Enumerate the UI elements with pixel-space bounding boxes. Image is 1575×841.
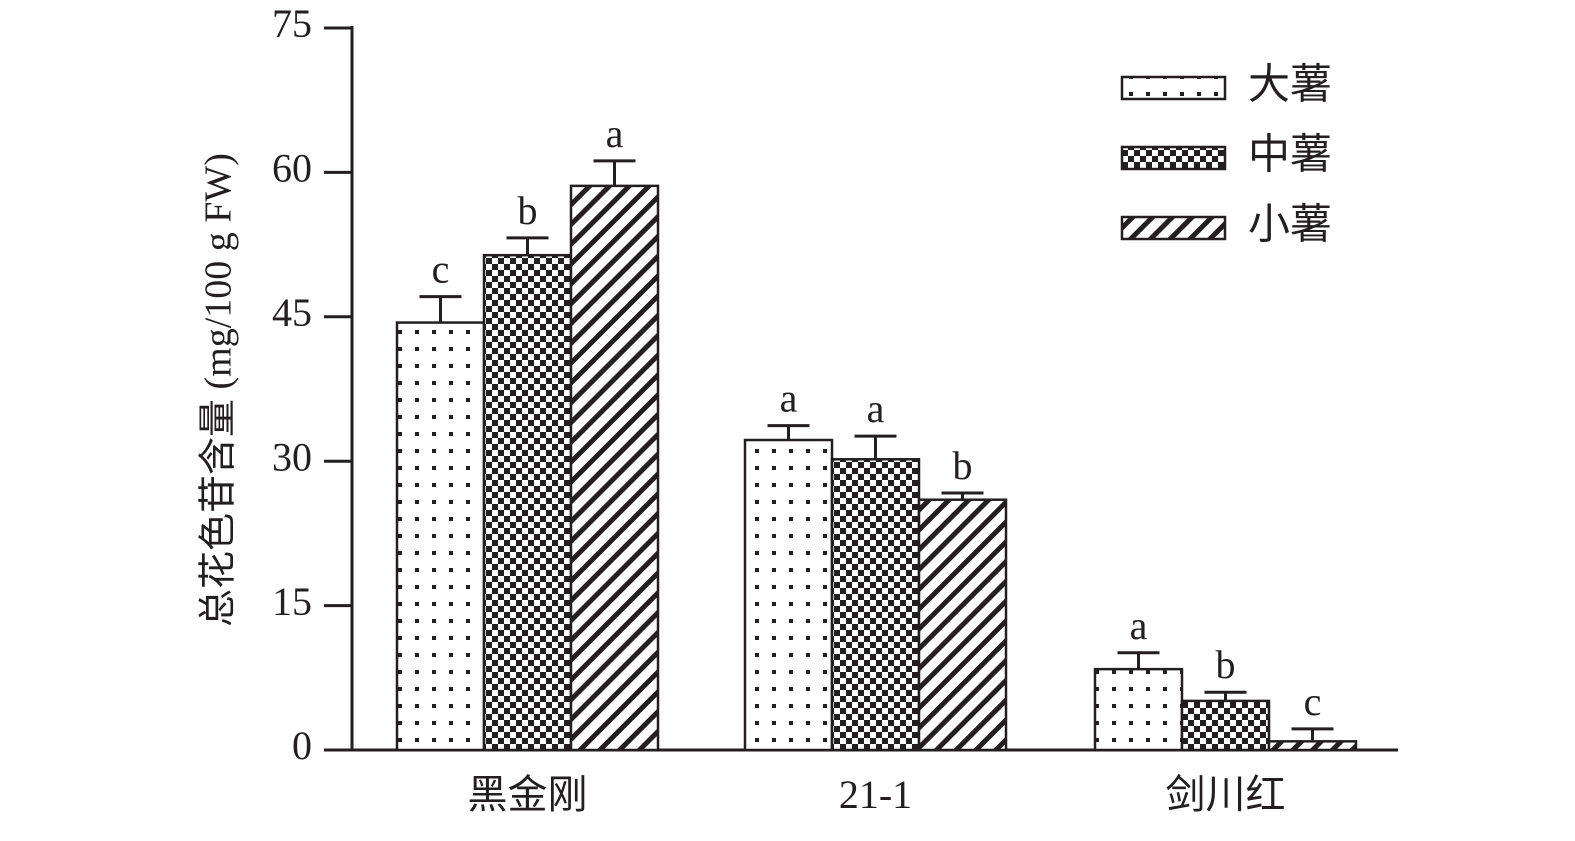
y-tick-label: 30 <box>272 434 312 479</box>
significance-label: c <box>432 247 450 292</box>
significance-label: a <box>1130 603 1148 648</box>
bar <box>1267 740 1358 752</box>
bar <box>569 184 660 752</box>
legend-label: 中薯 <box>1248 133 1332 179</box>
significance-label: b <box>953 443 973 488</box>
y-tick-label: 45 <box>272 290 312 335</box>
significance-label: a <box>780 376 798 421</box>
y-tick-label: 60 <box>272 146 312 191</box>
x-tick-label: 21-1 <box>839 772 912 817</box>
bar <box>830 458 921 752</box>
y-tick-label: 15 <box>272 579 312 624</box>
legend-swatch <box>1120 145 1227 171</box>
bars: 黑金刚 c b a 21-1 a a b 剑川红 a b c <box>395 111 1358 817</box>
bar <box>917 498 1008 752</box>
y-axis-label: 总花色苷含量 (mg/100 g FW) <box>198 153 240 627</box>
y-tick-label: 75 <box>272 1 312 46</box>
legend-swatch <box>1120 75 1227 101</box>
significance-label: b <box>518 188 538 233</box>
bar <box>482 253 573 752</box>
significance-label: c <box>1304 679 1322 724</box>
x-tick-label: 黑金刚 <box>468 772 588 817</box>
x-tick-label: 剑川红 <box>1166 772 1286 817</box>
bar <box>395 321 486 752</box>
bar <box>1180 699 1271 752</box>
significance-label: b <box>1216 642 1236 687</box>
significance-label: a <box>606 111 624 156</box>
bar <box>743 438 834 752</box>
legend-swatch <box>1120 215 1227 241</box>
legend-label: 大薯 <box>1248 63 1332 109</box>
legend-label: 小薯 <box>1248 203 1332 249</box>
y-tick-label: 0 <box>292 723 312 768</box>
significance-label: a <box>867 386 885 431</box>
bar <box>1093 667 1184 752</box>
